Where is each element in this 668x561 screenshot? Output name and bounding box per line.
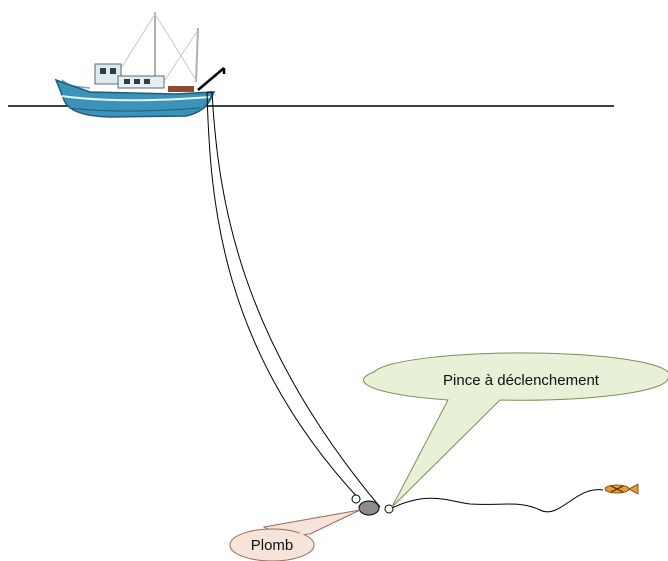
release-clip-callout: Pince à déclenchement bbox=[363, 352, 668, 508]
sinker-weight bbox=[358, 500, 380, 516]
trailing-line bbox=[391, 489, 604, 513]
sinker-label: Plomb bbox=[251, 537, 294, 554]
main-line-inner bbox=[211, 91, 381, 508]
release-clip-label: Pince à déclenchement bbox=[443, 372, 600, 389]
main-line-outer bbox=[206, 91, 361, 501]
fishing-boat bbox=[54, 12, 226, 118]
lure-icon bbox=[604, 483, 639, 495]
release-clip-ring bbox=[384, 504, 394, 514]
sinker-callout: Plomb bbox=[229, 509, 361, 561]
swivel-ring-left bbox=[351, 494, 361, 504]
